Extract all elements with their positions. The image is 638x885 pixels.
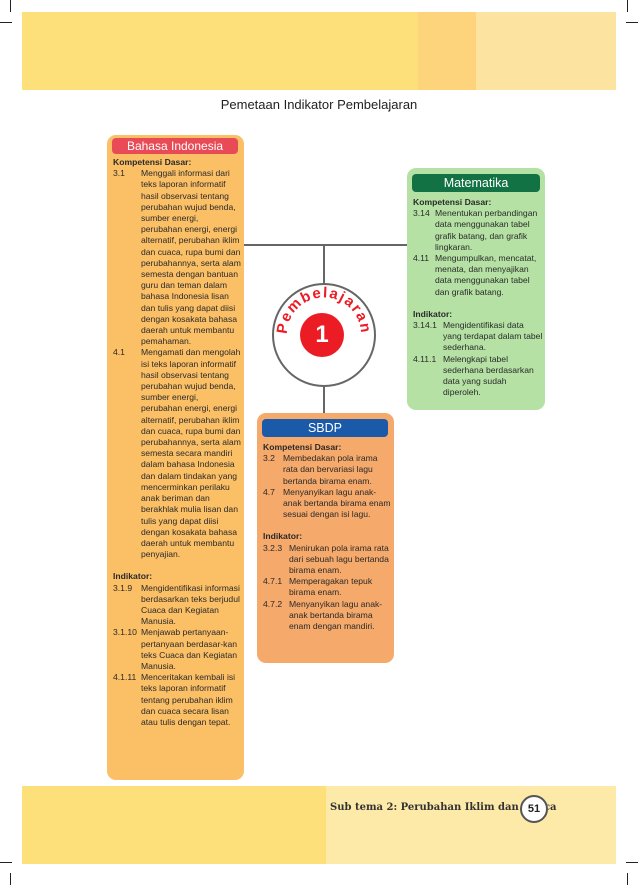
connector-line [323, 386, 325, 414]
page-number: 51 [520, 795, 548, 823]
kd-heading: Kompetensi Dasar: [413, 197, 492, 207]
subtheme-label: Sub tema 2: Perubahan Iklim dan Cuaca [330, 802, 557, 813]
crop-mark [626, 862, 638, 863]
crop-mark [0, 22, 12, 23]
sbdp-title: SBDP [262, 419, 388, 437]
matematika-title: Matematika [412, 174, 540, 192]
bahasa-indonesia-title: Bahasa Indonesia [112, 138, 238, 154]
crop-mark [10, 873, 11, 885]
kd-heading: Kompetensi Dasar: [113, 157, 192, 167]
footer-band [22, 786, 616, 864]
header-band-block [476, 12, 616, 90]
crop-mark [627, 0, 628, 12]
crop-mark [627, 873, 628, 885]
crop-mark [10, 0, 11, 12]
page-title: Pemetaan Indikator Pembelajaran [220, 97, 418, 112]
connector-line [243, 244, 325, 246]
connector-line [323, 244, 325, 284]
header-band-block [418, 12, 476, 90]
lesson-number: 1 [300, 313, 344, 357]
crop-mark [0, 862, 12, 863]
header-band [22, 12, 616, 90]
indikator-heading: Indikator: [113, 571, 153, 582]
crop-mark [626, 22, 638, 23]
connector-line [325, 244, 407, 246]
indikator-heading: Indikator: [413, 308, 453, 319]
kd-heading: Kompetensi Dasar: [263, 442, 342, 452]
footer-band-shade [326, 786, 616, 864]
indikator-heading: Indikator: [263, 531, 303, 542]
